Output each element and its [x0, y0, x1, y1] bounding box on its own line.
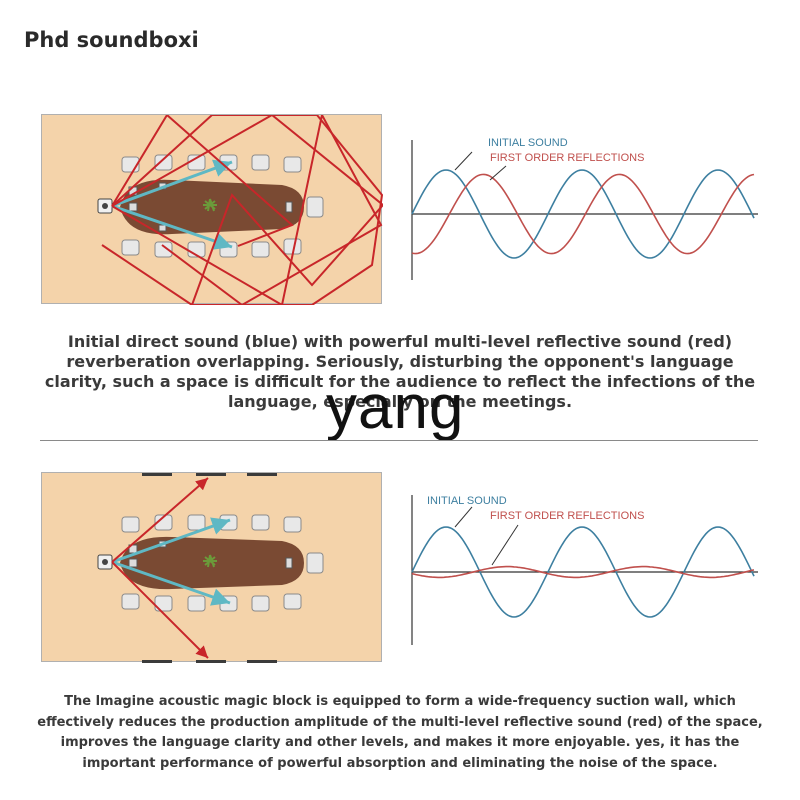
- initial-sound-wave: [411, 169, 755, 259]
- room-diagram-top: [41, 114, 383, 305]
- absorption-panels: [142, 473, 277, 663]
- direct-sound-arrows-bottom: [111, 517, 231, 606]
- legend-initial-top: INITIAL SOUND: [488, 137, 568, 149]
- room-diagram-bottom: [41, 472, 382, 663]
- reflection-arrows-bottom: [111, 477, 209, 659]
- legend-initial-bottom: INITIAL SOUND: [427, 495, 507, 507]
- legend-reflection-bottom: FIRST ORDER REFLECTIONS: [490, 510, 645, 522]
- waveform-top-svg: [411, 140, 758, 280]
- section-divider: [40, 440, 758, 441]
- reflection-wave-bottom: [411, 565, 755, 579]
- direct-sound-arrows: [111, 159, 233, 250]
- room-bottom-svg: [97, 473, 324, 663]
- plant-icon-bottom: [203, 554, 217, 568]
- initial-sound-wave-bottom: [411, 526, 755, 618]
- waveform-bottom-svg: [411, 495, 758, 645]
- plant-icon: [203, 198, 217, 212]
- room-top-svg: [97, 115, 383, 305]
- legend-reflection-top: FIRST ORDER REFLECTIONS: [490, 152, 645, 164]
- waveform-bottom: INITIAL SOUND FIRST ORDER REFLECTIONS: [410, 495, 760, 645]
- caption-top: Initial direct sound (blue) with powerfu…: [44, 332, 756, 411]
- reflection-wave: [411, 173, 755, 255]
- page-title: Phd soundboxi: [24, 28, 199, 52]
- reflection-paths: [101, 115, 383, 305]
- waveform-top: INITIAL SOUND FIRST ORDER REFLECTIONS: [410, 137, 760, 280]
- caption-bottom: The lmagine acoustic magic block is equi…: [37, 694, 763, 771]
- speaker-icon: [97, 198, 113, 214]
- watermark: yang: [326, 373, 465, 442]
- speaker-icon-bottom: [97, 554, 113, 570]
